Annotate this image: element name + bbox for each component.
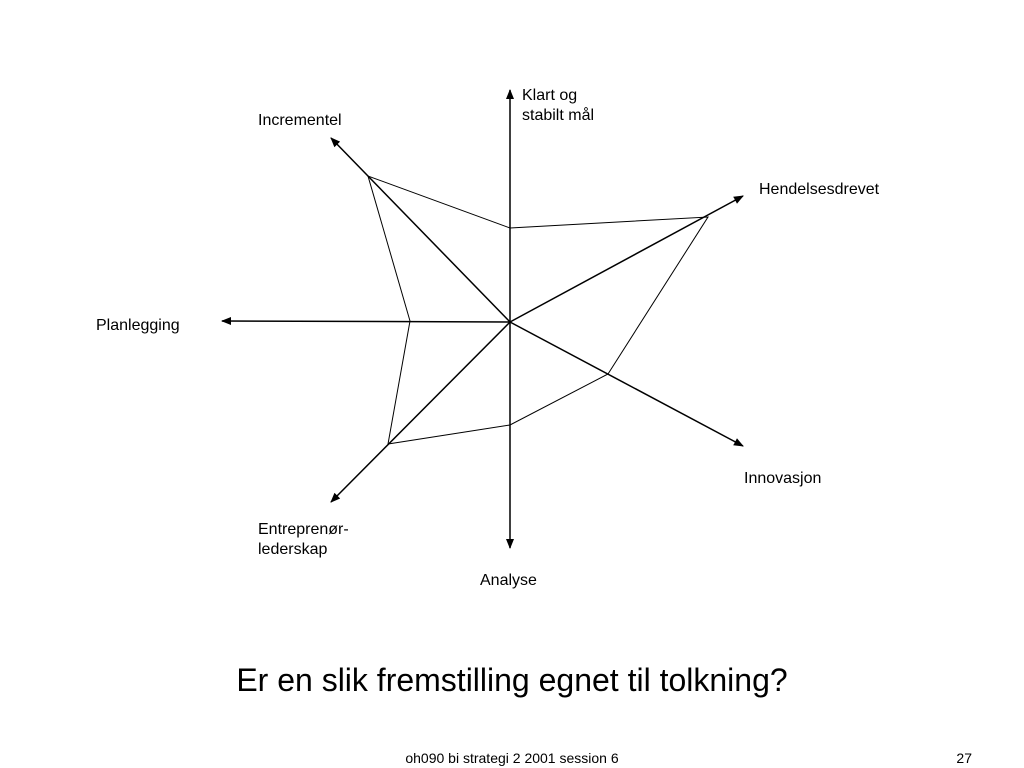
axis-entrepren: [330, 321, 511, 503]
footer-text: oh090 bi strategi 2 2001 session 6: [405, 750, 619, 766]
slide-question: Er en slik fremstilling egnet til tolkni…: [236, 662, 788, 698]
axis-incrementel: [330, 137, 511, 323]
axis-innovasjon: [509, 321, 744, 447]
axis-label-klart-line2: stabilt mål: [522, 107, 595, 124]
axis-label-analyse: Analyse: [480, 572, 537, 589]
axis-hendelses: [509, 195, 744, 323]
axis-label-innovasjon: Innovasjon: [744, 470, 822, 487]
axis-label-incrementel: Incrementel: [258, 112, 342, 129]
axis-label-hendelses: Hendelsesdrevet: [759, 181, 880, 198]
axis-label-entrepren: Entreprenør- lederskap: [258, 520, 349, 560]
axis-label-klart-line1: Klart og: [522, 87, 578, 104]
page-number: 27: [956, 750, 972, 766]
axis-planlegging: [221, 317, 511, 326]
axis-label-entrepren-line2: lederskap: [258, 541, 328, 558]
axis-label-entrepren-line1: Entreprenør-: [258, 521, 349, 538]
axis-label-klart: Klart og stabilt mål: [522, 86, 594, 126]
axis-label-planlegging: Planlegging: [96, 317, 180, 334]
value-polygon: [367, 175, 709, 445]
